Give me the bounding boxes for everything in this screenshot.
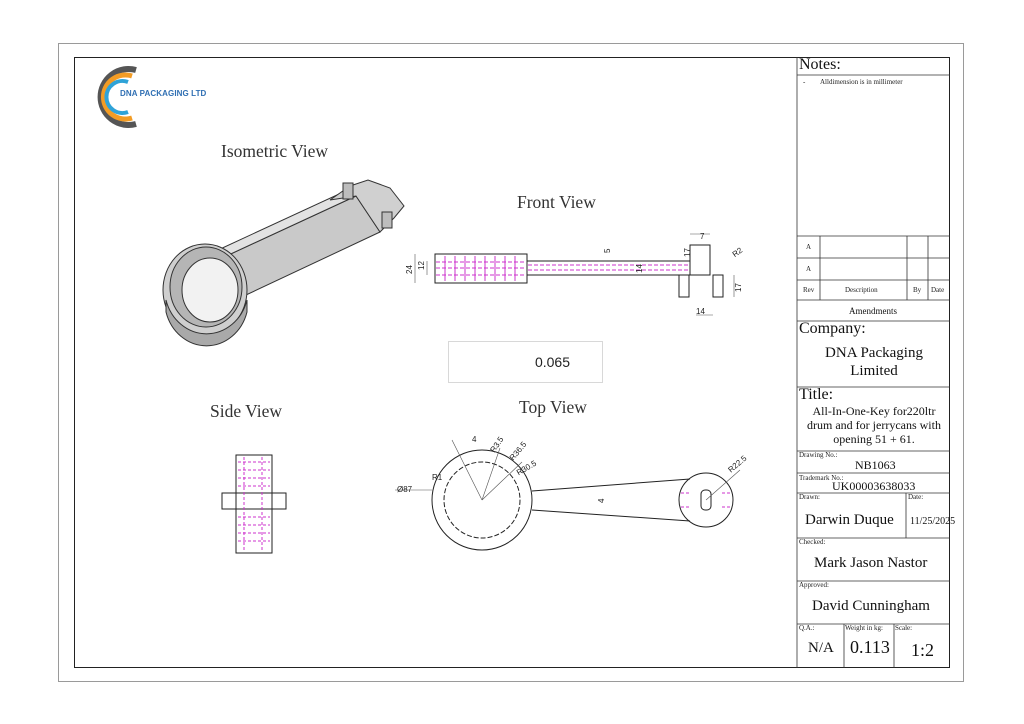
title-line3: opening 51 + 61. (833, 432, 915, 446)
side-view (221, 454, 287, 554)
title-line2: drum and for jerrycans with (807, 418, 941, 432)
approved-by: David Cunningham (812, 598, 930, 614)
drawing-no: NB1063 (855, 458, 896, 472)
dim-label: 24 (405, 265, 414, 274)
front-view (414, 233, 735, 316)
notes-heading: Notes: (799, 56, 841, 73)
dim-label: 4 (597, 498, 606, 503)
rev-row-1: A (806, 243, 812, 251)
dim-label: 17 (734, 283, 743, 292)
dim-label: R30.5 (515, 458, 538, 477)
title-line1: All-In-One-Key for220ltr (812, 404, 936, 418)
description-header: Description (845, 286, 878, 294)
dim-label: 14 (635, 264, 644, 273)
dim-label: R3.5 (488, 435, 505, 454)
trademark-label: Trademark No.: (799, 474, 844, 482)
weight-value: 0.113 (850, 637, 890, 657)
front-dimensions: 24 12 5 14 17 7 R2 17 14 (405, 232, 745, 316)
qa-value: N/A (808, 640, 834, 656)
top-dimensions: 4 R3.5 R36.5 R30.5 R1 Ø87 4 R22.5 (397, 435, 749, 503)
weight-display-box: 0.065 (448, 341, 603, 383)
company-heading: Company: (799, 320, 866, 337)
drawing-sheet (58, 43, 964, 682)
qa-label: Q.A.: (799, 624, 815, 632)
logo-text: DNA PACKAGING LTD (120, 89, 207, 98)
amendments-label: Amendments (849, 306, 897, 316)
checked-label: Checked: (799, 538, 826, 546)
by-header: By (913, 286, 922, 294)
side-view-title: Side View (210, 401, 283, 421)
drawing-date: 11/25/2025 (910, 516, 956, 527)
weight-display-value: 0.065 (534, 354, 570, 370)
scale-label: Scale: (895, 624, 913, 632)
scale-value: 1:2 (911, 640, 935, 660)
dim-label: 17 (683, 248, 692, 257)
approved-label: Approved: (799, 581, 829, 589)
drawn-label: Drawn: (799, 493, 820, 501)
checked-by: Mark Jason Nastor (814, 555, 928, 571)
weight-label: Weight in kg: (845, 624, 883, 632)
trademark-no: UK00003638033 (832, 479, 916, 493)
company-logo (97, 66, 137, 128)
dim-label: R2 (731, 245, 745, 259)
dim-label: 14 (696, 307, 705, 316)
dim-label: 4 (472, 435, 477, 444)
rev-row-2: A (806, 265, 812, 273)
drawing-no-label: Drawing No.: (799, 451, 838, 459)
top-view-title: Top View (519, 397, 587, 417)
dim-label: 5 (603, 248, 612, 253)
date-header: Date (931, 286, 945, 294)
dim-label: R22.5 (726, 453, 749, 474)
isometric-view-title: Isometric View (221, 141, 328, 161)
top-view (395, 439, 741, 551)
dim-label: Ø87 (397, 485, 413, 494)
drawing-frame (74, 57, 950, 668)
front-view-title: Front View (517, 192, 596, 212)
rev-header: Rev (803, 286, 815, 294)
drawn-by: Darwin Duque (805, 512, 894, 528)
isometric-view (162, 179, 405, 347)
company-name-line2: Limited (850, 363, 898, 379)
dim-label: 12 (417, 261, 426, 270)
date-label: Date: (908, 493, 924, 501)
notes-text: Alldimension is in millimeter (820, 78, 903, 86)
title-heading: Title: (799, 386, 834, 403)
notes-bullet: - (803, 78, 806, 86)
dim-label: R1 (432, 473, 443, 482)
title-block-grid (796, 57, 950, 668)
dim-label: R36.5 (508, 440, 529, 463)
company-name-line1: DNA Packaging (825, 345, 923, 361)
dim-label: 7 (700, 232, 705, 241)
